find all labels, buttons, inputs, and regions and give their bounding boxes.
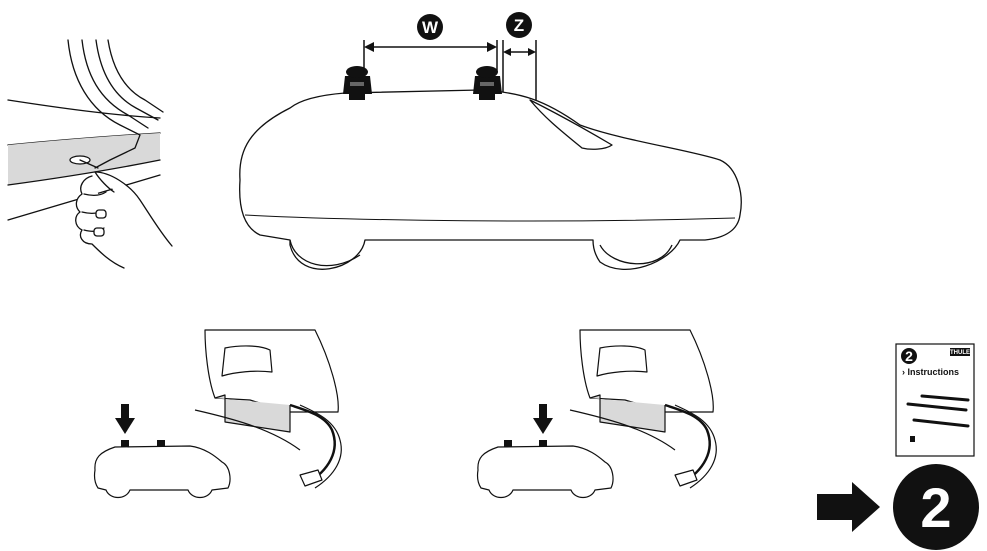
down-arrow-left: [115, 404, 165, 447]
roof-foot-front: [343, 66, 372, 100]
label-z: Z: [514, 16, 524, 35]
label-w: W: [422, 18, 439, 37]
instruction-booklet-thumbnail: 2 THULE › Instructions: [895, 343, 975, 457]
foot-detail-right: [569, 329, 717, 489]
next-step-number: 2: [920, 476, 951, 539]
car-side-view: [239, 89, 742, 270]
down-arrow-right: [504, 404, 553, 447]
label-z-badge: Z: [506, 12, 532, 38]
next-step-indicator: 2: [817, 464, 979, 550]
foot-detail-left: [194, 329, 342, 489]
booklet-step-number: 2: [905, 348, 913, 364]
booklet-title: › Instructions: [902, 367, 959, 377]
booklet-brand: THULE: [950, 350, 970, 356]
roof-foot-rear: [473, 66, 502, 100]
small-car-rear-foot: [476, 445, 614, 499]
label-w-badge: W: [417, 14, 443, 40]
right-arrow-icon: [817, 482, 880, 532]
small-car-front-foot: [93, 445, 231, 499]
hand-detail-illustration: [7, 39, 173, 269]
dimension-w: [363, 40, 498, 72]
dimension-z: [502, 40, 537, 100]
